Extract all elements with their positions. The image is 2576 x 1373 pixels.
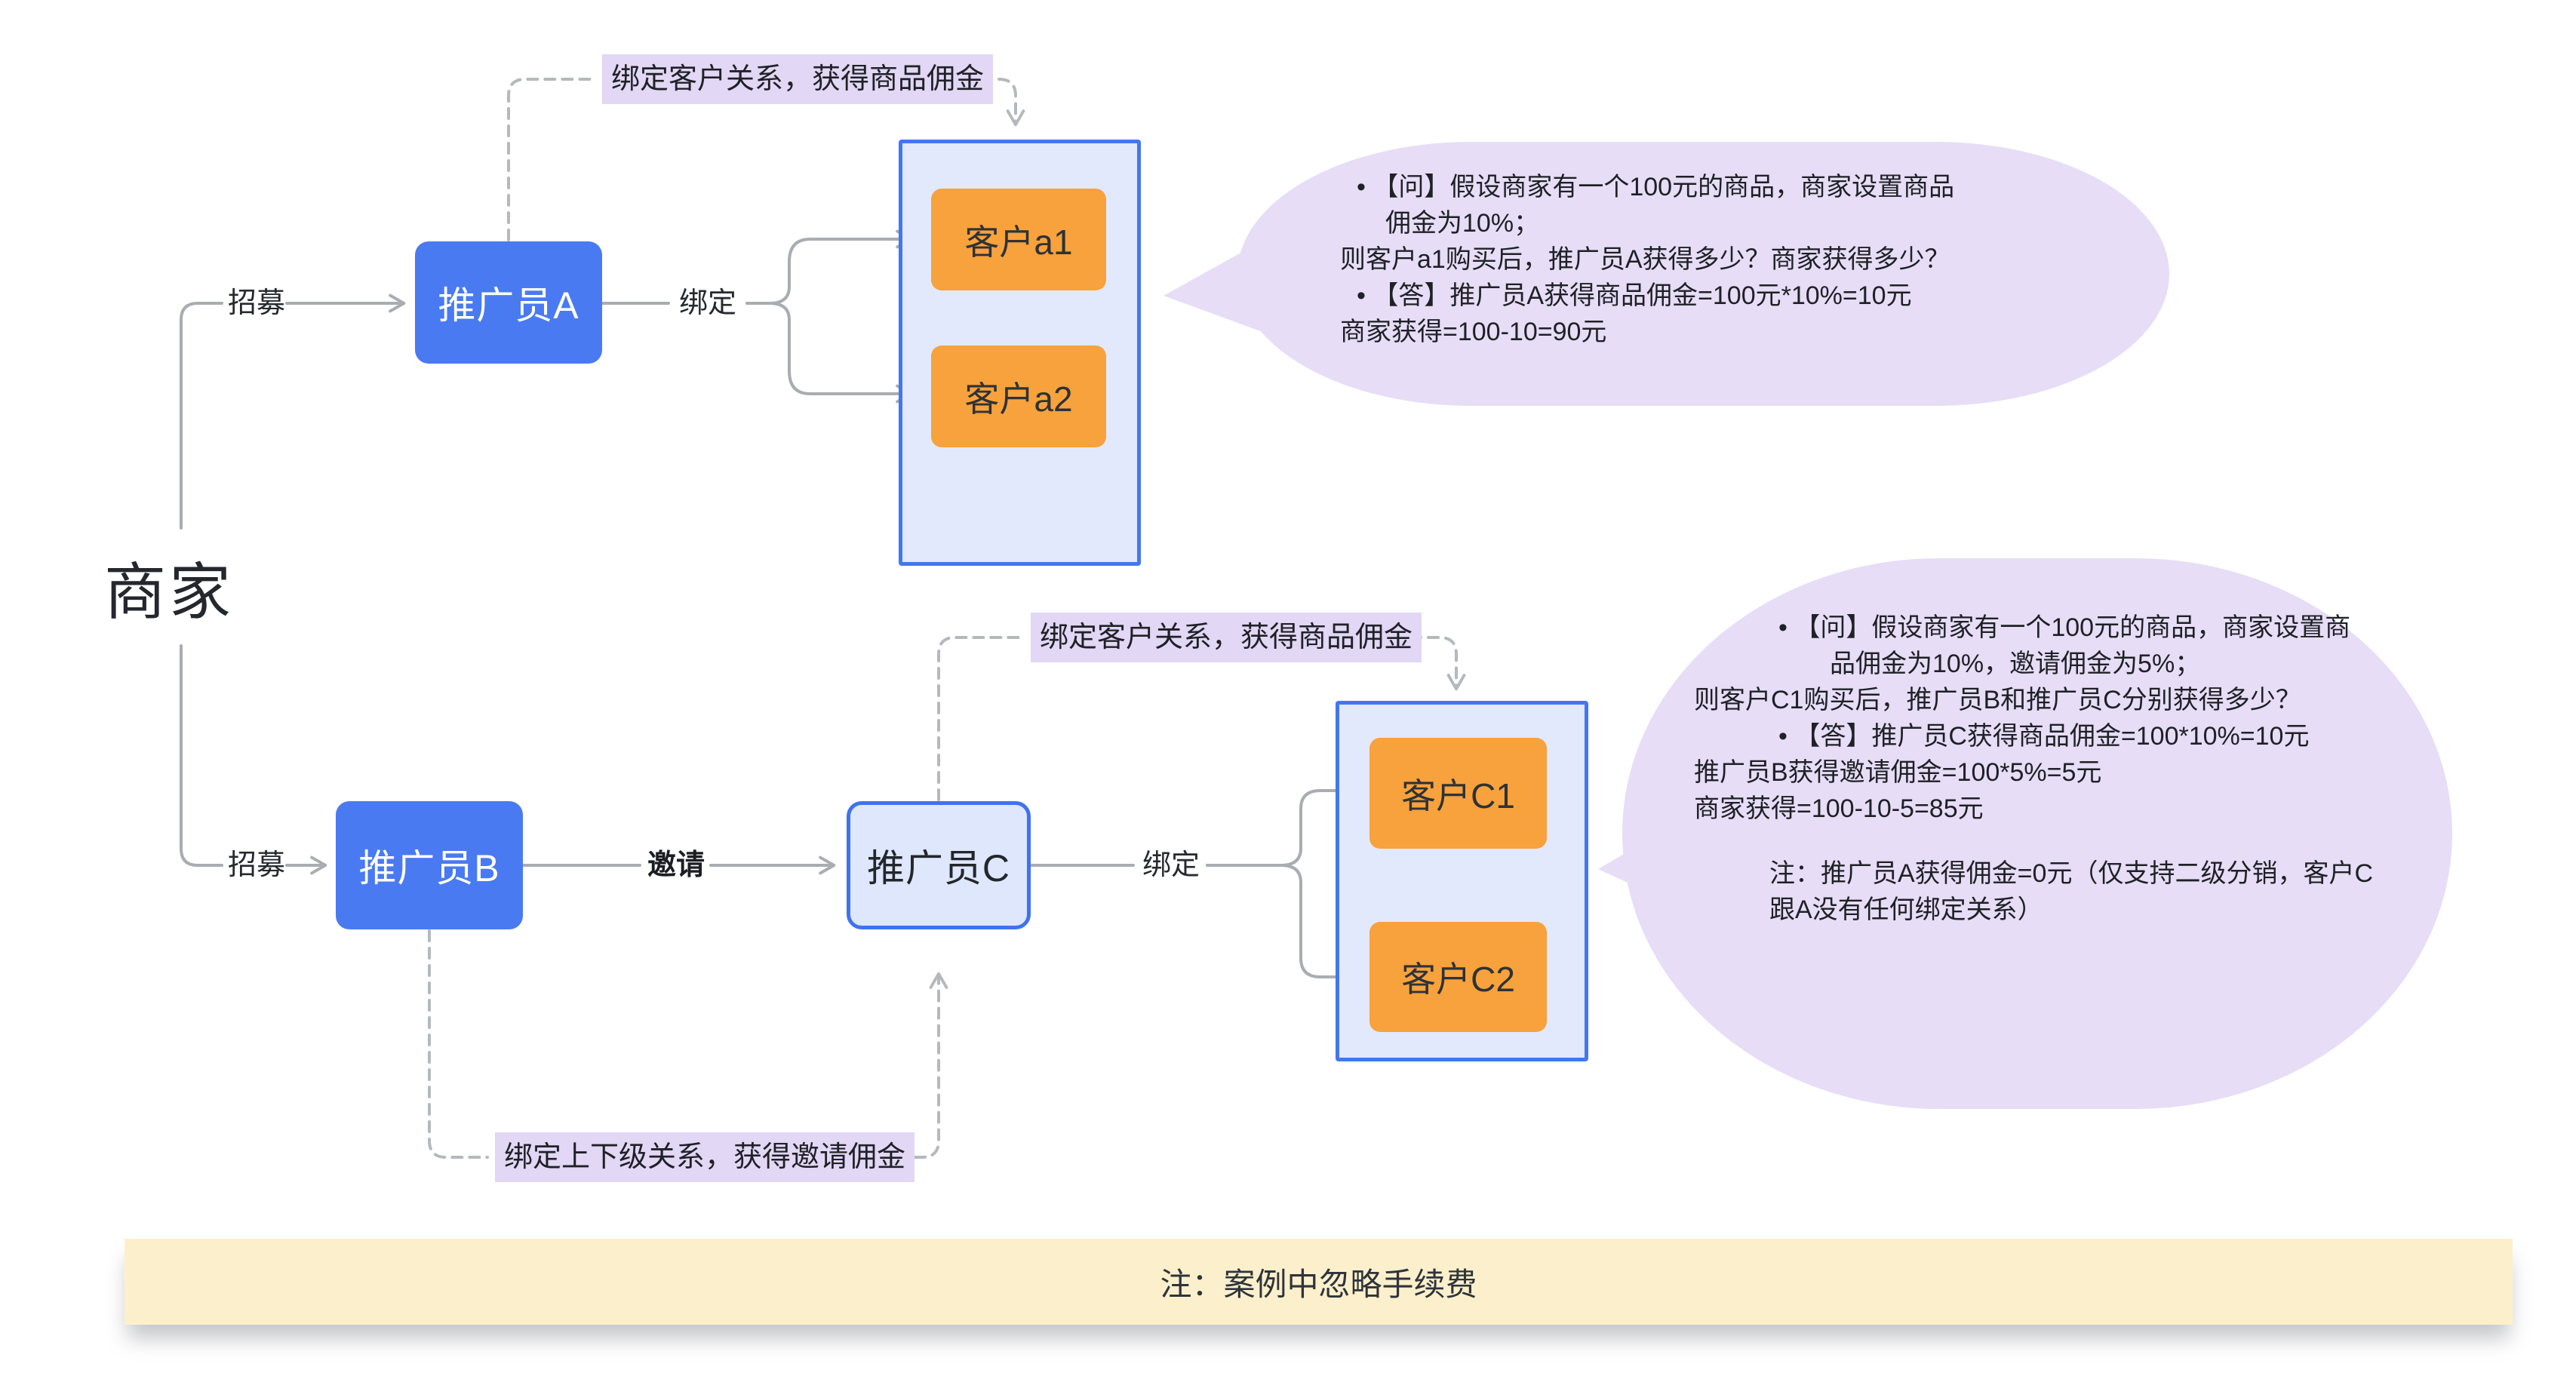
invite-note-bottom: 绑定上下级关系，获得邀请佣金: [495, 1132, 915, 1182]
customer-a2-node: 客户a2: [931, 346, 1106, 447]
commission-note-bottom: 绑定客户关系，获得商品佣金: [1031, 613, 1422, 662]
promoter-a-node: 推广员A: [415, 241, 602, 364]
qa-bubble-bottom-text: • 【问】假设商家有一个100元的商品，商家设置商 品佣金为10%，邀请佣金为5…: [1694, 610, 2373, 928]
promoter-b-label: 推广员B: [358, 847, 500, 889]
bubble-line: 佣金为10%；: [1385, 209, 1540, 238]
bubble-line: 推广员B获得邀请佣金=100*5%=5元: [1694, 758, 2102, 787]
bubble-note-line: 跟A没有任何绑定关系）: [1769, 895, 2043, 924]
solid-connectors: [180, 229, 1354, 987]
bubble-line: 品佣金为10%，邀请佣金为5%；: [1830, 650, 2201, 678]
bind-label-top: 绑定: [678, 287, 736, 319]
customer-c1-node: 客户C1: [1369, 738, 1547, 849]
customer-c2-label: 客户C2: [1401, 960, 1515, 999]
dashed-connectors: [428, 78, 1466, 1159]
footer-note-banner: 注：案例中忽略手续费: [124, 1239, 2513, 1325]
recruit-label-bottom: 招募: [227, 849, 285, 881]
customer-a2-label: 客户a2: [964, 379, 1073, 419]
bubble-note-line: 注：推广员A获得佣金=0元（仅支持二级分销，客户C: [1769, 859, 2373, 888]
promoter-c-node: 推广员C: [847, 801, 1031, 929]
bubble-line: 则客户C1购买后，推广员B和推广员C分别获得多少？: [1694, 686, 2301, 714]
bubble-line: 商家获得=100-10=90元: [1340, 318, 1607, 346]
customer-a1-label: 客户a1: [964, 222, 1073, 262]
bubble-line: • 【答】推广员A获得商品佣金=100元*10%=10元: [1357, 281, 1912, 310]
merchant-label: 商家: [104, 558, 235, 627]
invite-label: 邀请: [647, 849, 705, 881]
bubble-line: 商家获得=100-10-5=85元: [1694, 794, 1984, 823]
qa-bubble-bottom: [1622, 558, 2452, 1109]
commission-note-top: 绑定客户关系，获得商品佣金: [602, 54, 994, 104]
recruit-label-top: 招募: [227, 287, 285, 319]
bubble-line: 则客户a1购买后，推广员A获得多少？商家获得多少？: [1340, 245, 1950, 274]
bubble-line: • 【问】假设商家有一个100元的商品，商家设置商品: [1357, 173, 1955, 201]
customer-c2-node: 客户C2: [1369, 922, 1547, 1032]
promoter-c-label: 推广员C: [866, 847, 1011, 889]
footer-note-text: 注：案例中忽略手续费: [1160, 1266, 1477, 1302]
promoter-a-label: 推广员A: [438, 284, 579, 327]
customer-c1-label: 客户C1: [1401, 776, 1515, 816]
promoter-b-node: 推广员B: [336, 801, 523, 929]
bubble-line: • 【问】假设商家有一个100元的商品，商家设置商: [1778, 613, 2351, 642]
customer-a1-node: 客户a1: [931, 189, 1106, 290]
qa-bubble-top: [1237, 142, 2169, 406]
bubble-line: • 【答】推广员C获得商品佣金=100*10%=10元: [1778, 722, 2310, 751]
qa-bubble-top-text: • 【问】假设商家有一个100元的商品，商家设置商品 佣金为10%； 则客户a1…: [1340, 169, 1954, 350]
bind-label-bottom: 绑定: [1142, 849, 1200, 881]
